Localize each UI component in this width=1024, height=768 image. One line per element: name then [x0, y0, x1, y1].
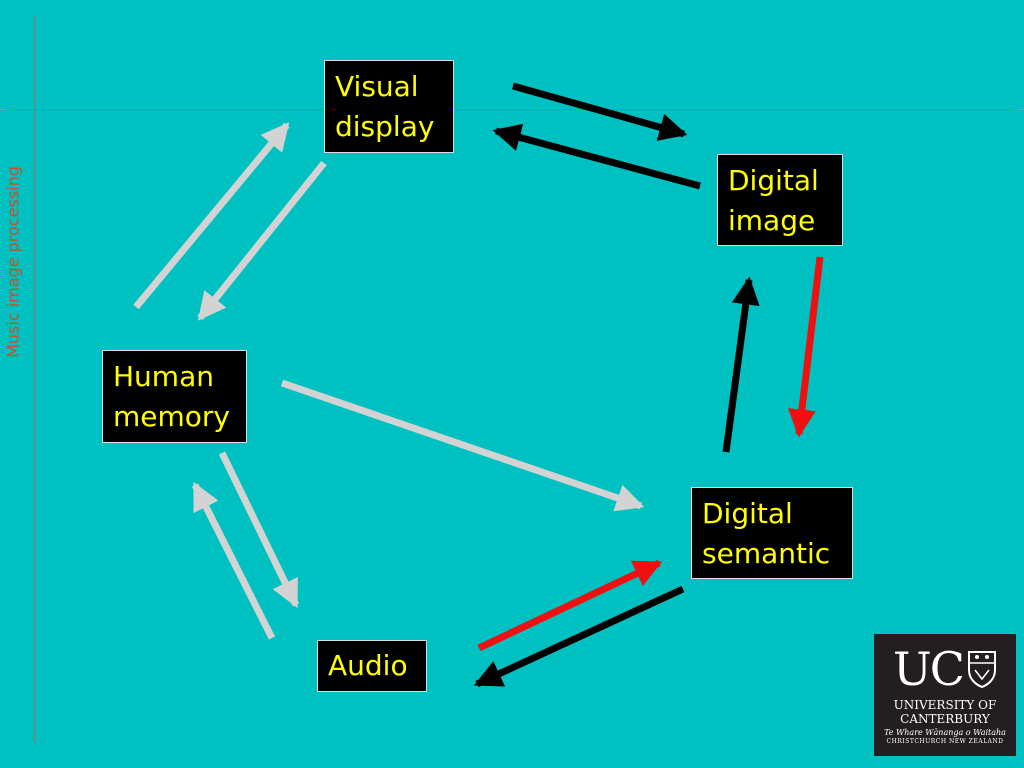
logo-name: UNIVERSITY OF CANTERBURY: [882, 698, 1008, 726]
node-audio: Audio: [317, 640, 427, 692]
arrow-memory-to-semantic: [280, 379, 645, 512]
arrow-visual-to-memory: [197, 160, 327, 321]
arrow-audio-to-semantic: [477, 559, 663, 652]
logo-city: CHRISTCHURCH NEW ZEALAND: [886, 738, 1004, 745]
node-visual-display: Visual display: [324, 60, 454, 153]
arrow-semantic-to-digital-image: [722, 276, 760, 453]
horizontal-rule: [12, 109, 1012, 110]
node-human-memory: Human memory: [102, 350, 247, 443]
arrow-memory-to-visual: [133, 122, 290, 310]
university-logo: UC UNIVERSITY OF CANTERBURY Te Whare Wān…: [874, 634, 1016, 756]
arrow-semantic-to-audio: [473, 585, 685, 688]
arrow-memory-to-audio: [218, 451, 300, 609]
crest-icon: [967, 651, 996, 688]
logo-mark-text: UC: [893, 642, 965, 696]
arrow-digital-image-to-semantic: [787, 256, 824, 438]
node-digital-semantic: Digital semantic: [691, 487, 853, 579]
vertical-rule: [34, 16, 35, 742]
logo-maori-name: Te Whare Wānanga o Waitaha: [884, 728, 1006, 737]
arrow-audio-to-memory: [191, 481, 276, 640]
logo-mark: UC: [882, 646, 1008, 692]
node-digital-image: Digital image: [717, 154, 843, 246]
logo-name-line2: CANTERBURY: [900, 712, 990, 726]
arrow-visual-to-digital-image: [512, 82, 688, 141]
arrow-digital-image-to-visual: [492, 123, 701, 190]
logo-name-line1: UNIVERSITY OF: [893, 698, 997, 712]
